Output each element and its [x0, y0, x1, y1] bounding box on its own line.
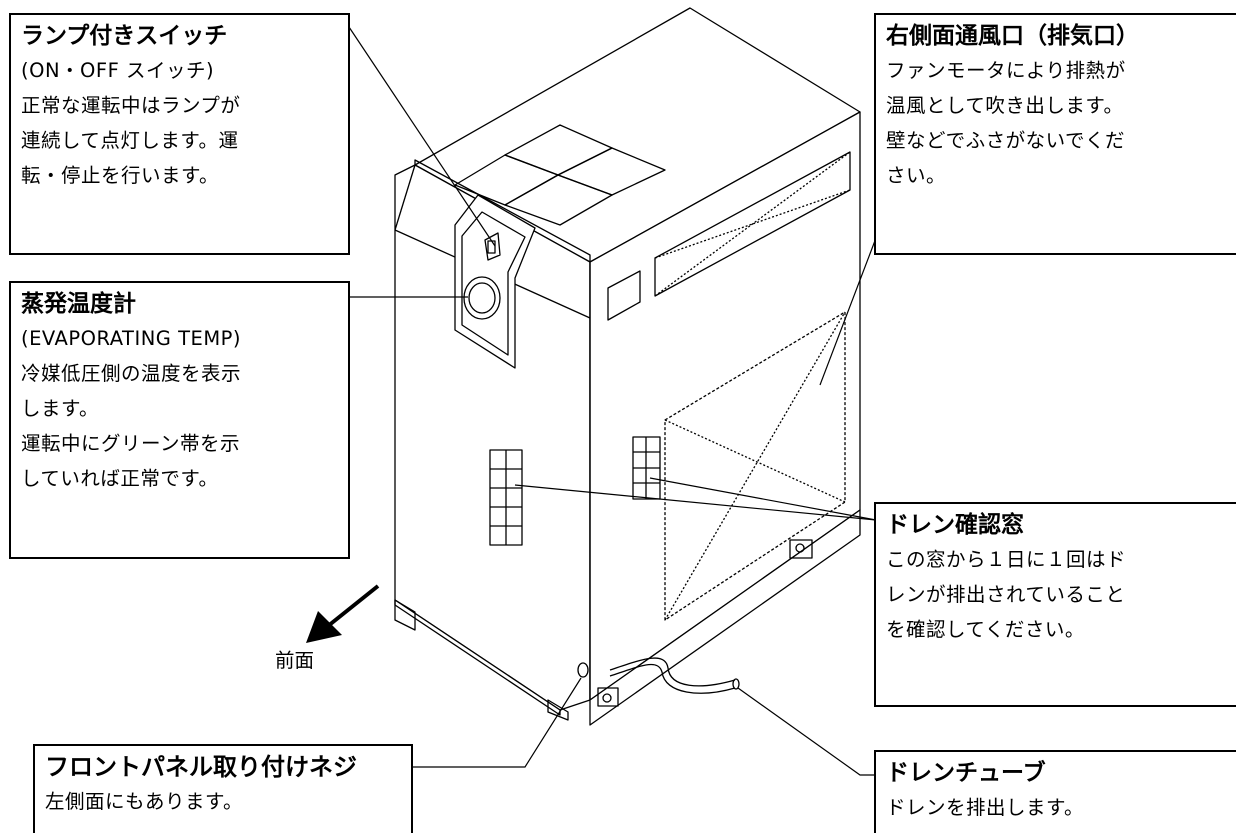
callout-drain-tube: ドレンチューブ ドレンを排出します。: [874, 750, 1236, 833]
right-vent-upper: [654, 151, 851, 297]
front-arrow: [306, 584, 380, 643]
callout-front-screw: フロントパネル取り付けネジ 左側面にもあります。: [33, 744, 413, 833]
callout-line: を確認してください。: [886, 618, 1085, 641]
control-panel: [454, 194, 536, 369]
callout-title: フロントパネル取り付けネジ: [45, 753, 357, 781]
top-plate-4: [557, 147, 666, 196]
callout-title: 蒸発温度計: [21, 291, 136, 317]
callout-title: ドレンチューブ: [886, 760, 1046, 786]
callout-line: 温風として吹き出します。: [886, 94, 1124, 117]
front-direction-label: 前面: [275, 649, 315, 672]
callout-line: ドレンを排出します。: [886, 796, 1085, 819]
front-screw: [577, 662, 589, 678]
base-right: [589, 509, 861, 726]
callout-title: 右側面通風口（排気口）: [886, 23, 1139, 49]
callout-line: 正常な運転中はランプが: [21, 94, 241, 117]
callout-line: 運転中にグリーン帯を示: [21, 432, 241, 455]
callout-lamp-switch: ランプ付きスイッチ (ON・OFF スイッチ) 正常な運転中はランプが 連続して…: [9, 13, 350, 255]
callout-line: (ON・OFF スイッチ): [21, 59, 215, 82]
callout-line: この窓から１日に１回はド: [886, 548, 1127, 571]
callout-line: 壁などでふさがないでくだ: [886, 129, 1126, 152]
callout-line: さい。: [886, 164, 947, 187]
leader-drain-window-2: [649, 477, 877, 521]
drain-tube: [609, 657, 736, 687]
callout-right-vent: 右側面通風口（排気口） ファンモータにより排熱が 温風として吹き出します。 壁な…: [874, 13, 1236, 255]
callout-drain-window: ドレン確認窓 この窓から１日に１回はド レンが排出されていること を確認してくだ…: [874, 502, 1236, 707]
callout-evap-gauge: 蒸発温度計 (EVAPORATING TEMP) 冷媒低圧側の温度を表示 します…: [9, 281, 350, 559]
right-vent-lower: [664, 311, 846, 621]
callout-line: 冷媒低圧側の温度を表示: [21, 362, 242, 385]
leader-drain-window-1: [514, 484, 877, 521]
callout-line: 左側面にもあります。: [45, 790, 244, 813]
callout-line: 転・停止を行います。: [21, 164, 220, 187]
leader-lamp-switch: [348, 26, 496, 247]
leader-right-vent: [819, 237, 877, 386]
callout-line: していれば正常です。: [21, 467, 219, 490]
callout-line: 連続して点灯します。運: [21, 129, 239, 152]
callout-line: (EVAPORATING TEMP): [21, 327, 242, 350]
callout-title: ランプ付きスイッチ: [21, 23, 228, 49]
callout-title: ドレン確認窓: [886, 512, 1024, 538]
callout-line: レンが排出されていること: [886, 583, 1126, 606]
callout-line: ファンモータにより排熱が: [886, 59, 1126, 82]
callout-line: します。: [21, 397, 100, 420]
leader-drain-tube: [737, 687, 876, 776]
leader-front-screw: [410, 677, 582, 768]
